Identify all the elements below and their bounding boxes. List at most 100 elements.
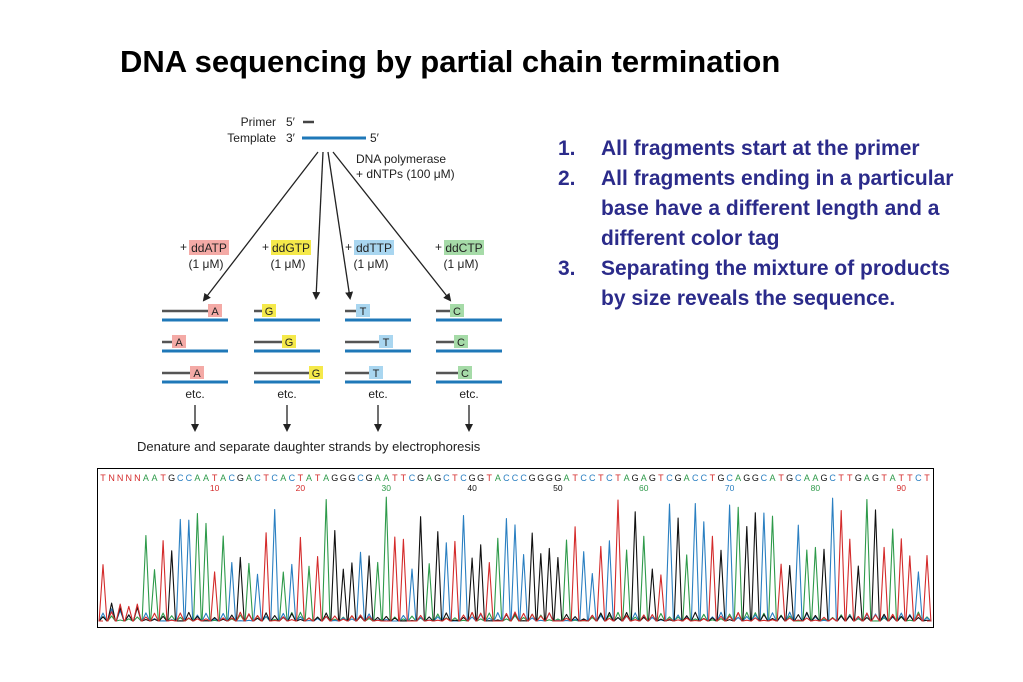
key-point-number: 1. <box>558 137 576 160</box>
trace-A <box>98 496 932 622</box>
base-call: G <box>434 473 441 483</box>
base-call: T <box>392 473 398 483</box>
base-call: C <box>271 473 278 483</box>
position-number: 20 <box>296 483 306 493</box>
base-call: T <box>907 473 913 483</box>
base-call: G <box>529 473 536 483</box>
key-points-list: 1.All fragments start at the primer 2.Al… <box>558 134 958 314</box>
base-call: G <box>855 473 862 483</box>
base-call: T <box>598 473 604 483</box>
dntps-label: + dNTPs (100 μM) <box>356 167 455 181</box>
base-call: A <box>804 473 810 483</box>
base-call: G <box>717 473 724 483</box>
key-point-text: All fragments ending in a particular bas… <box>601 167 954 250</box>
base-call: C <box>761 473 768 483</box>
base-call: T <box>899 473 905 483</box>
base-call: A <box>306 473 312 483</box>
base-call: A <box>246 473 252 483</box>
ddntp-color-tag <box>189 240 229 255</box>
terminating-base-letter: G <box>265 306 274 318</box>
terminating-base-tag <box>309 366 323 379</box>
base-call: N <box>117 473 124 483</box>
ddntp-plus-sign: + <box>180 240 187 254</box>
ddntp-name: ddGTP <box>272 241 310 255</box>
base-call: A <box>143 473 149 483</box>
base-call: A <box>194 473 200 483</box>
key-point-text: Separating the mixture of products by si… <box>601 257 950 310</box>
base-call: G <box>786 473 793 483</box>
terminating-base-tag <box>172 335 186 348</box>
primer-5prime-label: 5′ <box>286 115 296 129</box>
base-call: N <box>108 473 115 483</box>
ddntp-plus-sign: + <box>262 240 269 254</box>
ddntp-concentration: (1 μM) <box>354 257 389 271</box>
base-call: A <box>890 473 896 483</box>
base-call: G <box>675 473 682 483</box>
base-call: T <box>778 473 784 483</box>
terminating-base-tag <box>458 366 472 379</box>
base-call: A <box>375 473 381 483</box>
base-call: C <box>666 473 673 483</box>
key-point-number: 3. <box>558 257 576 280</box>
base-call: C <box>606 473 613 483</box>
base-call: T <box>838 473 844 483</box>
base-call: T <box>315 473 321 483</box>
base-call: C <box>229 473 236 483</box>
terminating-base-letter: G <box>312 368 321 380</box>
base-call: T <box>572 473 578 483</box>
base-call: C <box>795 473 802 483</box>
terminating-base-tag <box>190 366 204 379</box>
base-call: C <box>186 473 193 483</box>
base-call: G <box>554 473 561 483</box>
ddntp-concentration: (1 μM) <box>444 257 479 271</box>
position-number: 80 <box>811 483 821 493</box>
primer-label: Primer <box>241 115 276 129</box>
etc-label: etc. <box>185 387 204 401</box>
etc-label: etc. <box>459 387 478 401</box>
terminating-base-tag <box>379 335 393 348</box>
base-call: C <box>589 473 596 483</box>
base-call: G <box>752 473 759 483</box>
base-call: G <box>331 473 338 483</box>
base-call: A <box>641 473 647 483</box>
slide-title: DNA sequencing by partial chain terminat… <box>120 44 781 79</box>
base-call: T <box>298 473 304 483</box>
base-call: T <box>924 473 930 483</box>
position-number: 70 <box>725 483 735 493</box>
terminating-base-tag <box>282 335 296 348</box>
base-call: C <box>503 473 510 483</box>
terminating-base-tag <box>356 304 370 317</box>
reaction-arrow <box>202 151 319 302</box>
reaction-arrow <box>327 151 354 300</box>
base-call: C <box>289 473 296 483</box>
base-call: A <box>684 473 690 483</box>
terminating-base-letter: A <box>211 306 219 318</box>
reaction-arrow <box>332 151 452 302</box>
base-call: A <box>151 473 157 483</box>
base-call: A <box>864 473 870 483</box>
base-call: G <box>366 473 373 483</box>
position-number: 30 <box>382 483 392 493</box>
base-call: G <box>469 473 476 483</box>
base-call: C <box>580 473 587 483</box>
base-call: G <box>632 473 639 483</box>
terminating-base-letter: C <box>453 306 461 318</box>
base-call: T <box>881 473 887 483</box>
terminating-base-tag <box>369 366 383 379</box>
key-point: 2.All fragments ending in a particular b… <box>558 164 958 254</box>
base-call: C <box>443 473 450 483</box>
reaction-arrow <box>312 151 324 300</box>
base-call: C <box>254 473 261 483</box>
base-call: A <box>426 473 432 483</box>
terminating-base-tag <box>208 304 222 317</box>
ddntp-color-tag <box>354 240 394 255</box>
position-number: 60 <box>639 483 649 493</box>
terminating-base-letter: T <box>360 306 367 318</box>
ddntp-plus-sign: + <box>345 240 352 254</box>
base-call: G <box>872 473 879 483</box>
base-call: G <box>348 473 355 483</box>
base-call: A <box>383 473 389 483</box>
base-call: G <box>477 473 484 483</box>
base-call: T <box>401 473 407 483</box>
